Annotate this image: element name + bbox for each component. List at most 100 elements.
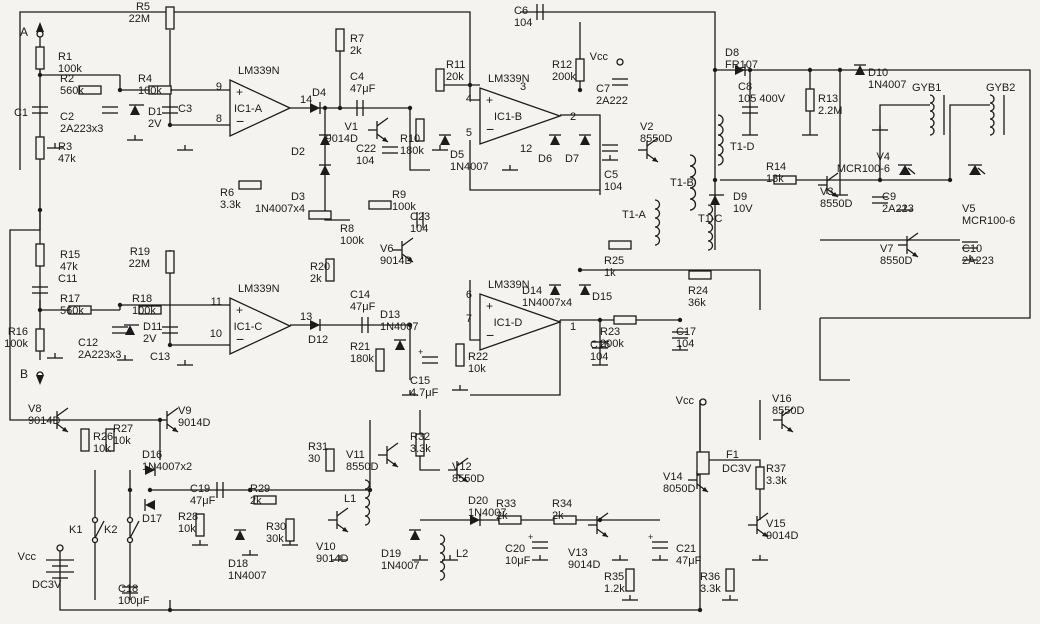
value-c7: 2A222 [596, 95, 628, 107]
junction-dot [597, 317, 603, 323]
pin-8: 8 [216, 113, 222, 125]
ground-symbol [592, 360, 608, 366]
label-r14: R14 [766, 161, 786, 173]
value-c19: 47μF [190, 495, 216, 507]
value-d1: 2V [148, 118, 162, 130]
resistor-r29 [253, 495, 277, 505]
value-f1: DC3V [722, 463, 752, 475]
ground-symbol [127, 135, 143, 141]
wire-ic1a-plus [119, 75, 230, 91]
ground-symbol [722, 595, 738, 601]
terminal [56, 544, 64, 552]
value-r29: 2k [250, 495, 262, 507]
net-label-vcc: Vcc [676, 395, 695, 407]
wire-v1 [409, 108, 430, 171]
label-c11: C11 [58, 273, 77, 285]
label-f1: F1 [726, 449, 739, 461]
label-r11: R11 [446, 59, 465, 71]
capacitor-c1 [32, 106, 48, 114]
junction-dot [127, 487, 133, 493]
label-k1: K1 [69, 524, 82, 536]
components [32, 4, 1005, 594]
value-r12: 200k [552, 71, 576, 83]
coil-t1a [654, 199, 661, 246]
value-r26: 10k [93, 443, 111, 455]
label-r32: R32 [410, 431, 430, 443]
value-r4: 100k [138, 85, 162, 97]
label-c6: C6 [514, 5, 528, 17]
label-v5: V5 [962, 203, 975, 215]
wire-ic1d-loop [470, 320, 561, 396]
label-v14: V14 [663, 471, 683, 483]
diode-d9 [709, 194, 724, 205]
value-v13: 9014D [568, 559, 600, 571]
junction-dot [747, 67, 753, 73]
ground-symbol [672, 345, 688, 351]
value-r35: 1.2k [604, 583, 625, 595]
arrow-up-icon [36, 22, 44, 32]
label-c22: C22 [356, 143, 376, 155]
value-r20: 2k [310, 273, 322, 285]
pin-9: 9 [216, 81, 222, 93]
value-c5: 104 [604, 181, 622, 193]
label-c8: C8 [738, 81, 752, 93]
label-r6: R6 [220, 187, 234, 199]
resistor-r9 [368, 200, 392, 210]
resistor-r28 [195, 513, 205, 537]
capacitor-c22 [382, 146, 398, 154]
transistor-v13 [588, 512, 609, 538]
diode-d20 [470, 514, 481, 526]
value-r10: 180k [400, 145, 424, 157]
value-r15: 47k [60, 261, 78, 273]
thyristor-v5 [968, 164, 986, 175]
capacitor-c12 [112, 326, 128, 334]
value-r23: 200k [600, 338, 624, 350]
net-label-vcc: Vcc [590, 51, 609, 63]
resistor-r13 [805, 88, 815, 112]
label-t1d: T1-D [730, 141, 755, 153]
label-v2: V2 [640, 121, 653, 133]
diode-d1 [129, 104, 144, 115]
resistor-r2 [78, 85, 102, 95]
wire-top-loop [19, 11, 471, 170]
resistor-r11 [435, 68, 445, 92]
junction-dot [807, 67, 813, 73]
ground-symbol [742, 130, 758, 136]
ground-symbol [802, 130, 818, 136]
diode-d2 [319, 134, 331, 145]
resistor-r14 [773, 175, 797, 185]
junction-dot [117, 87, 123, 93]
value-c4: 47μF [350, 83, 376, 95]
label-d10: D10 [868, 67, 888, 79]
input-minus: − [486, 121, 494, 137]
ground-symbol [47, 143, 63, 149]
diode-d10 [854, 64, 866, 75]
capacitor-c3 [162, 106, 178, 114]
label-d11: D11 [143, 321, 162, 333]
value-v12: 8550D [452, 473, 484, 485]
diode-d8 [735, 64, 746, 76]
pin-2: 2 [570, 111, 576, 123]
value-d8: FR107 [725, 59, 758, 71]
diode-d16 [145, 464, 156, 476]
label-r22: R22 [468, 351, 488, 363]
value-c20: 10μF [505, 555, 531, 567]
label-r4: R4 [138, 73, 152, 85]
capacitor-c21 [652, 541, 668, 549]
label-v3: V3 [820, 186, 833, 198]
diode-d14 [549, 284, 561, 295]
pin-6: 6 [466, 289, 472, 301]
label-v8: V8 [28, 403, 41, 415]
value-v10: 9014D [316, 553, 348, 565]
value-r2: 560k [60, 85, 84, 97]
ground-symbol [897, 205, 913, 211]
value-r33: 2k [496, 510, 508, 522]
resistor-r16 [35, 328, 45, 352]
label-v12: V12 [452, 461, 472, 473]
value-r24: 36k [688, 297, 706, 309]
capacitor-c5 [602, 144, 618, 152]
value-v1: 9014D [326, 133, 358, 145]
label-c12: C12 [78, 337, 98, 349]
transistor-v16 [773, 407, 794, 433]
